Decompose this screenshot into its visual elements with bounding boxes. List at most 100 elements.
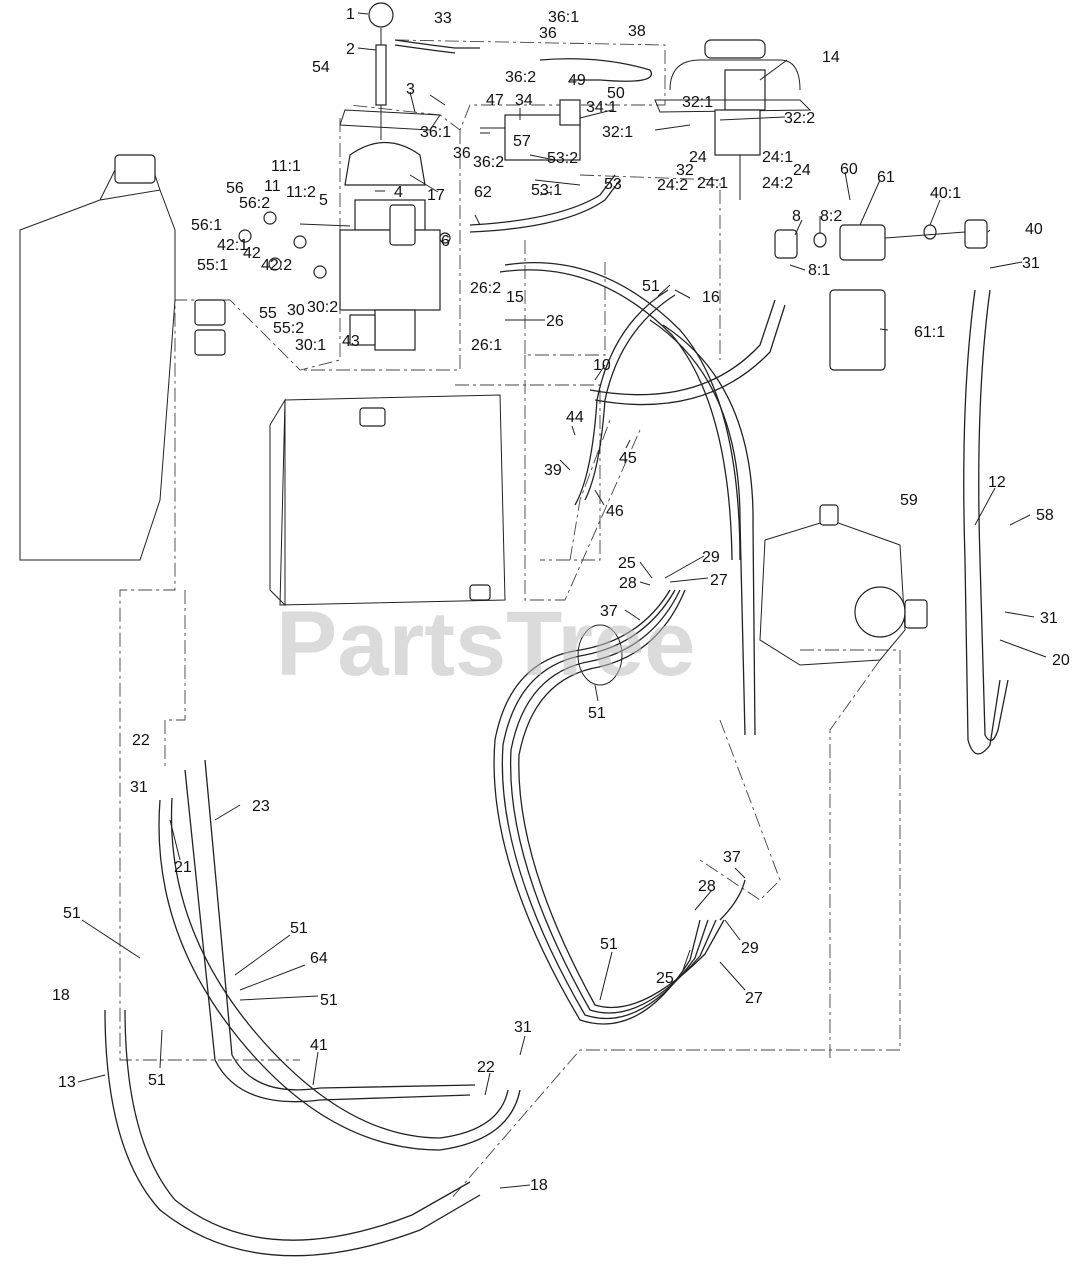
hose-bundle [493, 589, 746, 1025]
callout-label: 36:2 [505, 69, 536, 86]
leader-lines [77, 12, 1047, 1189]
callout-label: 39 [544, 462, 562, 479]
callout-label: 24:2 [657, 177, 688, 194]
callout-label: 51 [600, 936, 618, 953]
hydraulic-pump [759, 504, 928, 666]
callout-label: 10 [593, 357, 611, 374]
callout-label: 36 [453, 145, 471, 162]
callout-label: 11 [264, 178, 281, 195]
callout-label: 56 [226, 180, 244, 197]
callout-label: 53 [604, 176, 622, 193]
callout-label: 36:1 [548, 9, 579, 26]
callout-label: 31 [514, 1019, 532, 1036]
callout-label: 62 [474, 184, 492, 201]
callout-label: 43 [342, 333, 360, 350]
callout-label: 51 [148, 1072, 166, 1089]
callout-label: 8:2 [820, 208, 842, 225]
callout-label: 58 [1036, 507, 1054, 524]
callout-label: 5 [319, 192, 328, 209]
callout-label: 20 [1052, 652, 1070, 669]
callout-label: 32:2 [784, 110, 815, 127]
callout-label: 14 [822, 49, 840, 66]
callout-label: 4 [394, 184, 403, 201]
callout-label: 57 [513, 133, 531, 150]
callout-label: 36:1 [420, 124, 451, 141]
callout-label: 47 [486, 92, 504, 109]
callout-label: 25 [618, 555, 636, 572]
callout-label: 24:1 [762, 149, 793, 166]
callout-label: 55 [259, 305, 277, 322]
callout-label: 26 [546, 313, 564, 330]
callout-label: 51 [63, 905, 81, 922]
callout-label: 49 [568, 72, 586, 89]
callout-label: 51 [642, 278, 660, 295]
callout-label: 31 [1040, 610, 1058, 627]
callout-label: 15 [506, 289, 524, 306]
callout-label: 41 [310, 1037, 328, 1054]
callout-label: 12 [988, 474, 1006, 491]
callout-label: 55:1 [197, 257, 228, 274]
callout-label: 13 [58, 1074, 76, 1091]
callout-label: 42 [243, 245, 261, 262]
callout-label: 24 [689, 149, 707, 166]
callout-label: 51 [588, 705, 606, 722]
callout-label: 55:2 [273, 320, 304, 337]
callout-label: 8 [792, 208, 801, 225]
callout-label: 29 [741, 940, 759, 957]
callout-label: 26:1 [471, 337, 502, 354]
callout-label: 31 [130, 779, 148, 796]
callout-label: 53:1 [531, 182, 562, 199]
callout-label: 26:2 [470, 280, 501, 297]
callout-label: 23 [252, 798, 270, 815]
callout-label: 1 [346, 6, 355, 23]
callout-label: 36 [539, 25, 557, 42]
callout-label: 8:1 [808, 262, 830, 279]
callout-label: 16 [702, 289, 720, 306]
callout-label: 3 [406, 81, 415, 98]
callout-label: 27 [745, 990, 763, 1007]
callout-label: 31 [1022, 255, 1040, 272]
callout-label: 59 [900, 492, 918, 509]
hydraulic-tank [19, 154, 226, 561]
callout-label: 28 [698, 878, 716, 895]
callout-label: 50 [607, 85, 625, 102]
callout-label: 18 [52, 987, 70, 1004]
callout-label: 46 [606, 503, 624, 520]
callout-label: 32:1 [682, 94, 713, 111]
callout-label: 56:2 [239, 195, 270, 212]
callout-label: 24:1 [697, 175, 728, 192]
callout-label: 34 [515, 92, 533, 109]
filter-assembly [774, 219, 988, 371]
callout-label: 54 [312, 59, 330, 76]
callout-label: 6 [441, 233, 450, 250]
callout-label: 18 [530, 1177, 548, 1194]
callout-label: 27 [710, 572, 728, 589]
callout-label: 40 [1025, 221, 1043, 238]
callout-label: 30:1 [295, 337, 326, 354]
callout-label: 34:1 [586, 99, 617, 116]
callout-label: 42:1 [217, 237, 248, 254]
callout-label: 17 [427, 187, 445, 204]
callout-label: 37 [723, 849, 741, 866]
callout-label: 56:1 [191, 217, 222, 234]
callout-label: 30:2 [307, 299, 338, 316]
callout-label: 33 [434, 10, 452, 27]
callout-label: 36:2 [473, 154, 504, 171]
callout-label: 11:2 [286, 184, 316, 201]
callout-label: 38 [628, 23, 646, 40]
callout-label: 44 [566, 409, 584, 426]
hoses [104, 174, 1009, 1257]
pilot-valve-block [394, 39, 653, 161]
callout-label: 53:2 [547, 150, 578, 167]
callout-label: 51 [290, 920, 308, 937]
callout-label: 61 [877, 169, 895, 186]
callout-label: 22 [132, 732, 150, 749]
callout-label: 29 [702, 549, 720, 566]
control-valve-assembly [238, 2, 451, 351]
callout-label: 24:2 [762, 175, 793, 192]
callout-labels: 1 2 3 4 5 6 8 8:1 8:2 10 11 11:1 11:2 12… [52, 6, 1070, 1194]
callout-label: 25 [656, 970, 674, 987]
callout-label: 51 [320, 992, 338, 1009]
callout-label: 30 [287, 302, 305, 319]
